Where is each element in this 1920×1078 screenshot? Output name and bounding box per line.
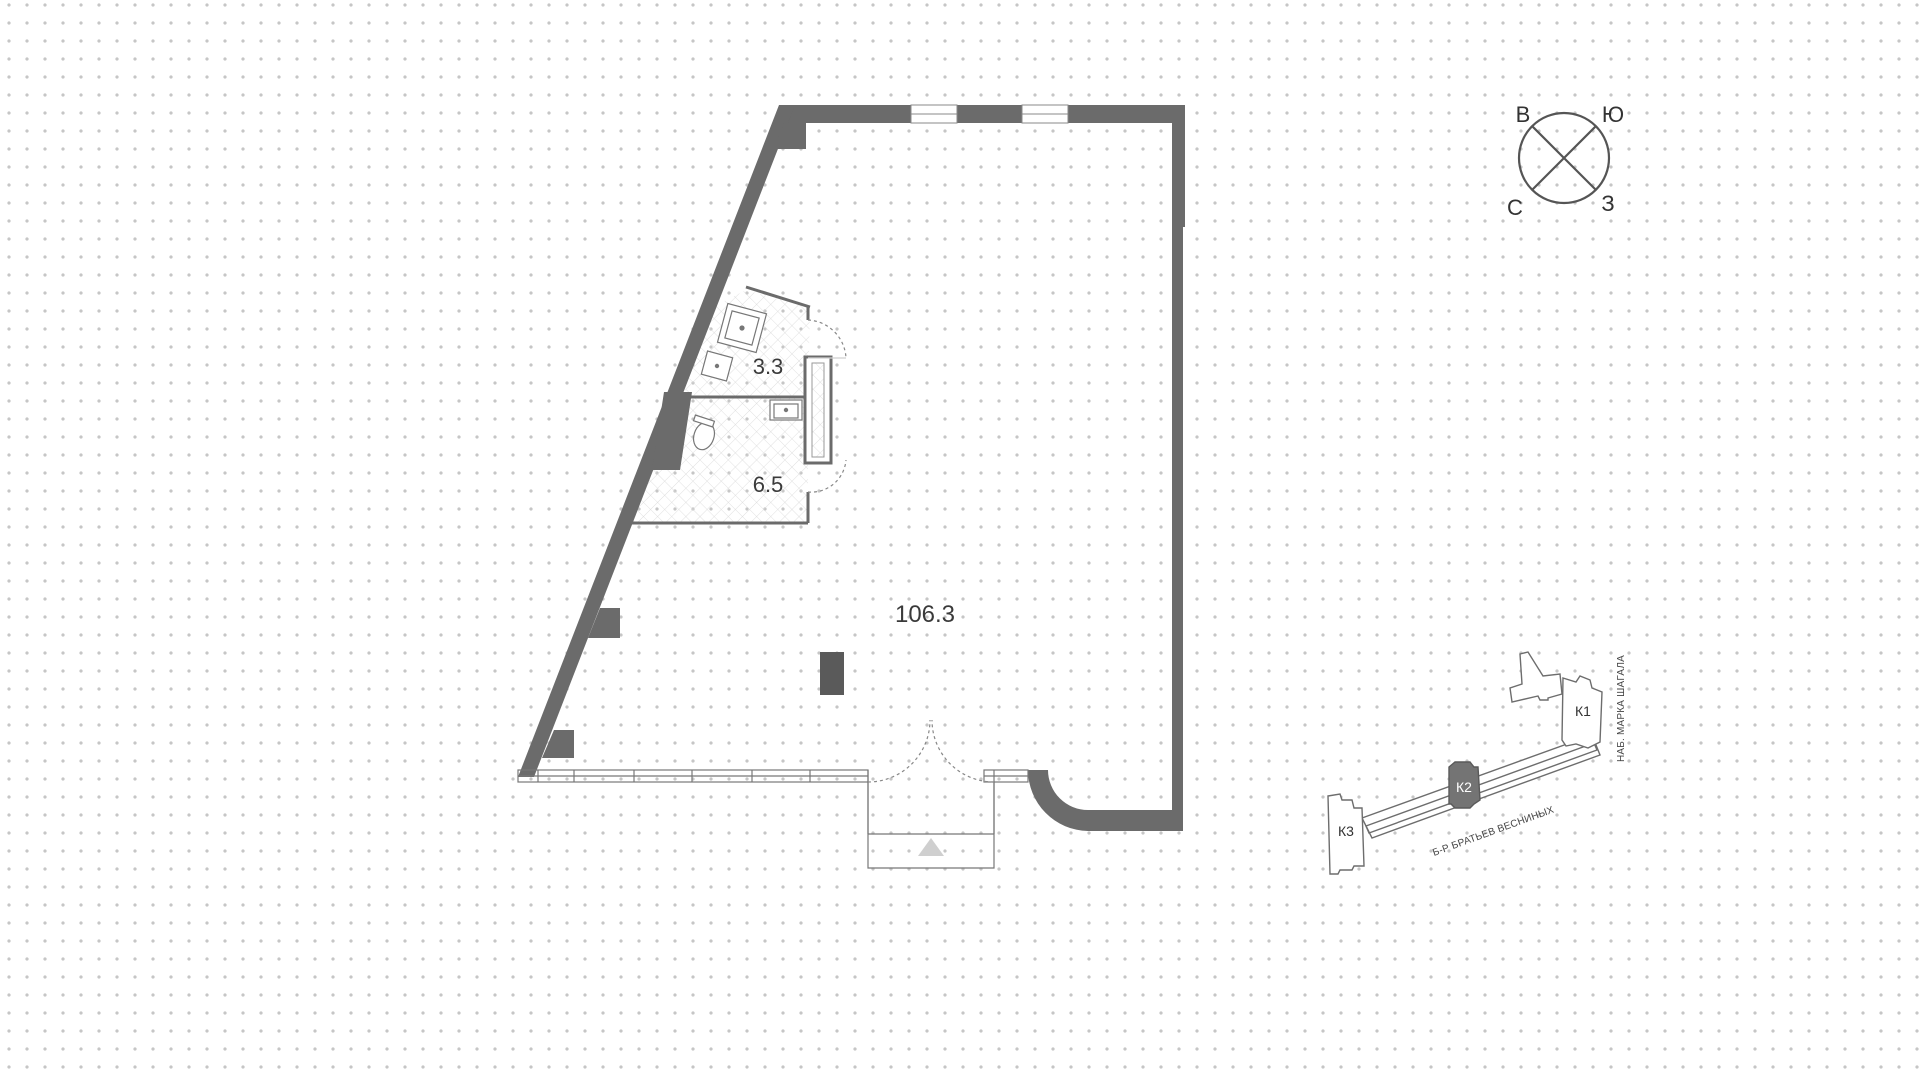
entrance-doors xyxy=(867,719,995,783)
toilet-fixtures xyxy=(700,302,768,382)
compass-east-label: В xyxy=(1516,102,1531,127)
site-map: К3 К2 К1 НАБ. МАРКА ШАГАЛА Б-Р БРАТЬЕВ В… xyxy=(1327,651,1627,875)
toilet-area: 3.3 xyxy=(753,354,784,379)
entrance-arrow-icon xyxy=(918,838,944,856)
compass-north-label: С xyxy=(1507,195,1523,220)
building-annex xyxy=(1509,651,1563,703)
outer-walls xyxy=(518,105,1185,831)
building-k1 xyxy=(1561,675,1603,749)
floor-plan: 106.3 6.5 3.3 xyxy=(517,104,1185,869)
structural-column xyxy=(820,652,844,695)
bottom-glazing xyxy=(517,769,1029,869)
street-label-vesninykh: Б-Р БРАТЬЕВ ВЕСНИНЫХ xyxy=(1431,805,1555,859)
compass: В Ю С З xyxy=(1507,102,1624,220)
building-k2[interactable] xyxy=(1448,761,1481,809)
top-windows xyxy=(910,104,1069,124)
utility-shaft xyxy=(803,355,833,465)
site-corridor-inner xyxy=(1365,742,1598,834)
compass-west-label: З xyxy=(1601,191,1614,216)
compass-south-label: Ю xyxy=(1602,102,1624,127)
partition-walls xyxy=(631,285,811,525)
compass-icon xyxy=(1517,111,1611,205)
building-k1-label: К1 xyxy=(1575,703,1591,719)
building-k3 xyxy=(1327,793,1365,875)
bathroom-area: 6.5 xyxy=(753,472,784,497)
wet-room-doors xyxy=(807,319,847,493)
bathroom-fixtures xyxy=(692,399,803,451)
main-room-area: 106.3 xyxy=(895,601,955,628)
street-label-shagala: НАБ. МАРКА ШАГАЛА xyxy=(1616,655,1627,762)
building-k2-label: К2 xyxy=(1456,779,1472,795)
building-k3-label: К3 xyxy=(1338,823,1354,839)
